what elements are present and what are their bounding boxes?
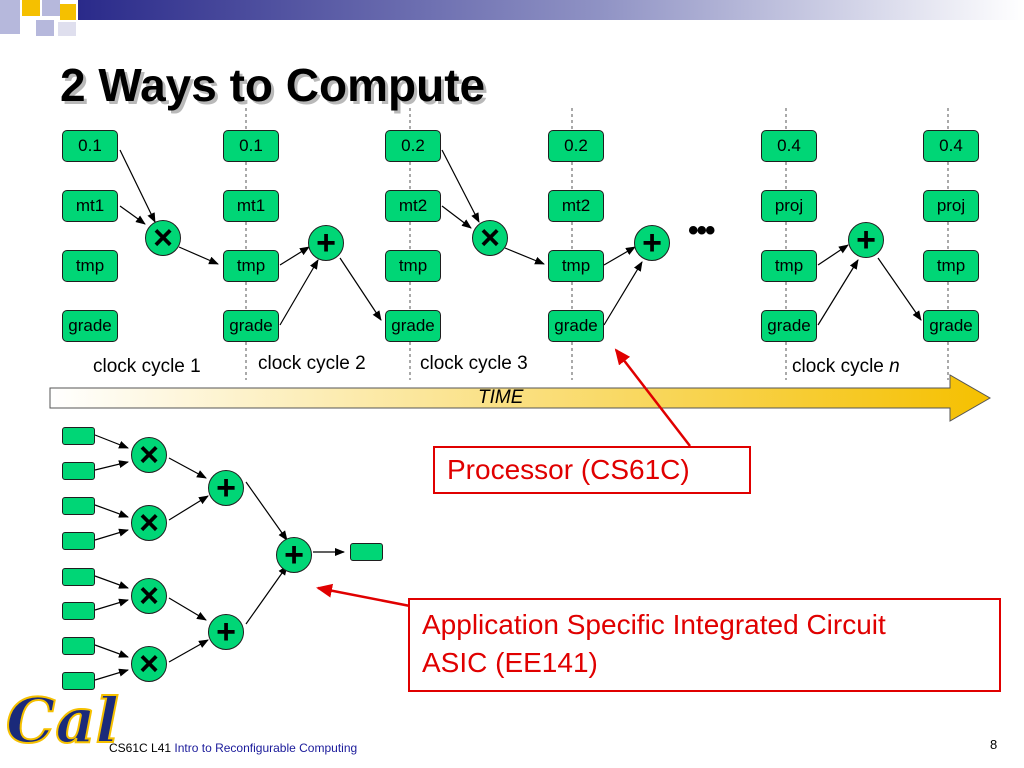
asic-input-register [62, 602, 95, 620]
register-rate: 0.4 [761, 130, 817, 162]
asic-callout: Application Specific Integrated Circuit … [408, 598, 1001, 692]
asic-multiply-op: × [131, 578, 167, 614]
asic-input-register [62, 637, 95, 655]
asic-callout-line1: Application Specific Integrated Circuit [422, 609, 886, 640]
asic-add-op: + [208, 614, 244, 650]
register-tmp: tmp [761, 250, 817, 282]
clock-cycle-label: clock cycle n [792, 356, 900, 378]
register-tmp: tmp [385, 250, 441, 282]
register-tmp: tmp [923, 250, 979, 282]
asic-input-register [62, 568, 95, 586]
processor-callout-text: Processor (CS61C) [447, 454, 690, 485]
register-rate: 0.1 [223, 130, 279, 162]
register-score: mt2 [548, 190, 604, 222]
asic-output-register [350, 543, 383, 561]
asic-multiply-op: × [131, 437, 167, 473]
register-grade: grade [385, 310, 441, 342]
register-rate: 0.2 [385, 130, 441, 162]
page-number: 8 [990, 737, 998, 752]
register-score: mt1 [223, 190, 279, 222]
add-op: + [308, 225, 344, 261]
asic-input-register [62, 532, 95, 550]
time-label: TIME [478, 387, 524, 408]
add-op: + [848, 222, 884, 258]
add-op: + [634, 225, 670, 261]
register-grade: grade [223, 310, 279, 342]
footer-course: CS61C L41 [109, 741, 172, 755]
asic-input-register [62, 462, 95, 480]
header-bar [0, 0, 1024, 36]
clock-cycle-n-var: n [889, 356, 900, 377]
footer: CS61C L41 Intro to Reconfigurable Comput… [109, 741, 357, 755]
register-score: proj [923, 190, 979, 222]
asic-multiply-op: × [131, 505, 167, 541]
asic-multiply-op: × [131, 646, 167, 682]
register-rate: 0.4 [923, 130, 979, 162]
register-score: mt1 [62, 190, 118, 222]
register-grade: grade [761, 310, 817, 342]
register-score: mt2 [385, 190, 441, 222]
register-score: proj [761, 190, 817, 222]
register-rate: 0.1 [62, 130, 118, 162]
clock-cycle-label: clock cycle 1 [93, 356, 201, 377]
register-tmp: tmp [223, 250, 279, 282]
clock-cycle-n-prefix: clock cycle [792, 356, 890, 377]
clock-cycle-label: clock cycle 3 [420, 353, 528, 374]
register-tmp: tmp [62, 250, 118, 282]
asic-callout-line2: ASIC (EE141) [422, 647, 598, 678]
clock-cycle-label: clock cycle 2 [258, 353, 366, 374]
asic-add-op: + [276, 537, 312, 573]
ellipsis: ••• [688, 214, 715, 247]
register-tmp: tmp [548, 250, 604, 282]
register-grade: grade [548, 310, 604, 342]
cal-logo: Cal [5, 683, 120, 758]
processor-callout: Processor (CS61C) [433, 446, 751, 494]
register-grade: grade [923, 310, 979, 342]
svg-text:Cal: Cal [6, 684, 119, 757]
asic-add-op: + [208, 470, 244, 506]
page-title: 2 Ways to Compute [60, 59, 486, 111]
register-grade: grade [62, 310, 118, 342]
footer-subtitle: Intro to Reconfigurable Computing [174, 741, 358, 755]
multiply-op: × [145, 220, 181, 256]
multiply-op: × [472, 220, 508, 256]
time-arrow [49, 374, 992, 422]
asic-input-register [62, 672, 95, 690]
asic-input-register [62, 427, 95, 445]
asic-input-register [62, 497, 95, 515]
register-rate: 0.2 [548, 130, 604, 162]
